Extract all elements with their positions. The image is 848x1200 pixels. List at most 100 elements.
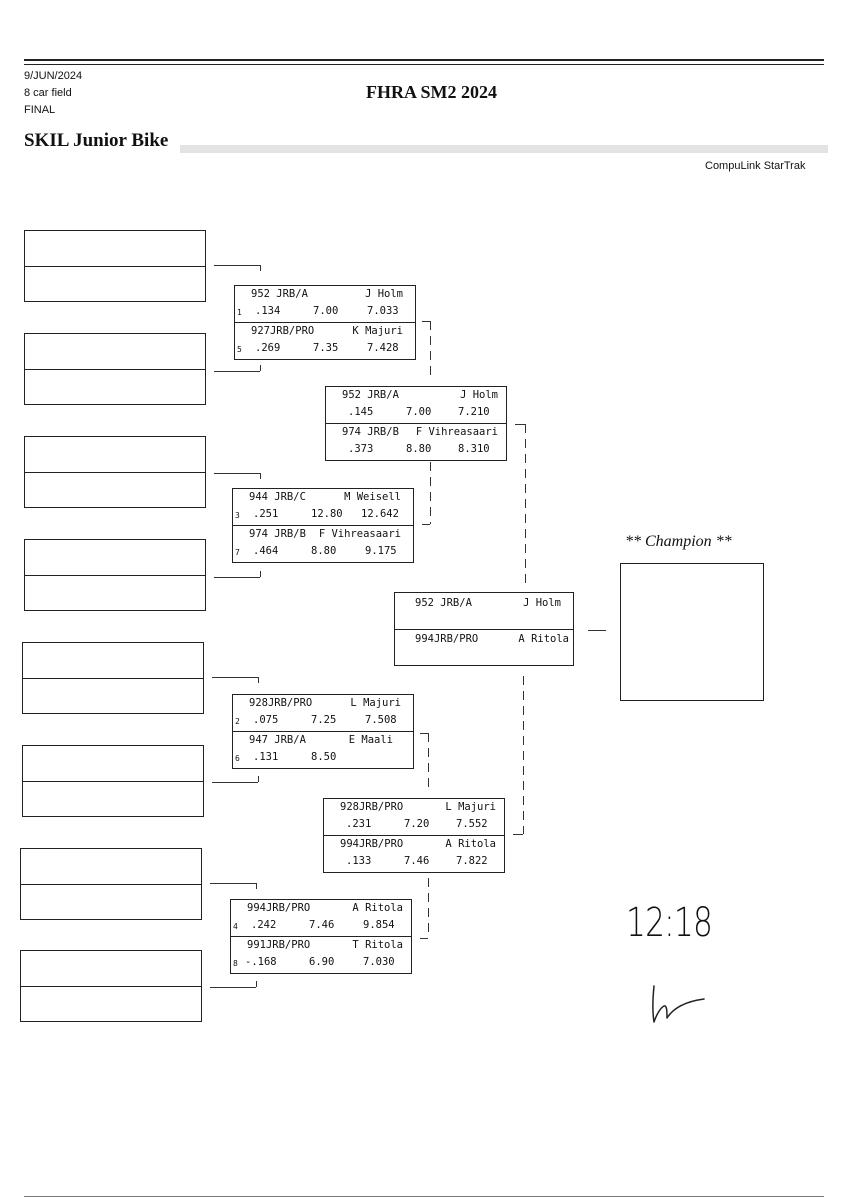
header-rule-thick [24,59,824,61]
car-class: 947 JRB/A [249,734,306,746]
dial-in: 7.00 [406,406,432,418]
champion-box [620,563,764,701]
round1-pairing-2: 944 JRB/C M Weisell 3 .251 12.80 12.642 … [232,488,414,563]
connector-line [256,981,257,987]
seed-number: 3 [235,511,240,520]
elapsed-time: 9.175 [365,545,397,557]
reaction-time: -.168 [245,956,277,968]
round-stage: FINAL [24,104,56,116]
connector-line [420,733,428,734]
event-date: 9/JUN/2024 [24,70,83,82]
connector-line [523,676,524,834]
round1-pairing-4: 994JRB/PRO A Ritola 4 .242 7.46 9.854 99… [230,899,412,974]
seed-number: 2 [235,717,240,726]
racer-name: F Vihreasaari [415,426,498,438]
racer-name: A Ritola [352,902,403,914]
reaction-time: .251 [253,508,279,520]
connector-line [588,630,606,631]
car-class: 952 JRB/A [342,389,399,401]
dial-in: 8.80 [406,443,432,455]
seed-number: 8 [233,959,238,968]
dial-in: 12.80 [311,508,343,520]
event-title: FHRA SM2 2024 [366,82,498,102]
connector-line [422,524,430,525]
connector-line [214,473,260,474]
connector-line [430,321,431,377]
elapsed-time: 7.210 [458,406,490,418]
reaction-time: .075 [253,714,279,726]
racer-entry: 991JRB/PRO T Ritola 8 -.168 6.90 7.030 [231,936,411,973]
connector-line [422,321,430,322]
entry-slot [24,436,206,508]
connector-line [214,265,260,266]
reaction-time: .131 [253,751,279,763]
connector-line [420,938,428,939]
car-class: 952 JRB/A [251,288,308,300]
entry-slot [24,539,206,611]
dial-in: 6.90 [309,956,335,968]
entry-slot [24,230,206,302]
racer-entry: 952 JRB/A J Holm 1 .134 7.00 7.033 [235,286,415,322]
racer-name: T Ritola [352,939,403,951]
handwritten-signature [652,985,705,1023]
connector-line [258,776,259,782]
racer-entry: 974 JRB/B F Vihreasaari 7 .464 8.80 9.17… [233,525,413,562]
racer-entry: 994JRB/PRO A Ritola [395,629,573,666]
car-class: 927JRB/PRO [251,325,315,337]
racer-entry: 927JRB/PRO K Majuri 5 .269 7.35 7.428 [235,322,415,359]
reaction-time: .269 [255,342,281,354]
connector-line [515,424,525,425]
elapsed-time: 7.030 [363,956,395,968]
car-class: 994JRB/PRO [247,902,311,914]
header-rule-thin [24,64,824,65]
dial-in: 7.46 [404,855,430,867]
racer-entry: 944 JRB/C M Weisell 3 .251 12.80 12.642 [233,489,413,525]
racer-entry: 952 JRB/A J Holm .145 7.00 7.210 [326,387,506,423]
final-pairing: 952 JRB/A J Holm 994JRB/PRO A Ritola [394,592,574,666]
semifinal-pairing-2: 928JRB/PRO L Majuri .231 7.20 7.552 994J… [323,798,505,873]
car-class: 974 JRB/B [342,426,399,438]
dial-in: 7.20 [404,818,430,830]
racer-name: A Ritola [445,838,496,850]
car-class: 952 JRB/A [415,597,472,609]
connector-line [258,677,259,683]
racer-name: J Holm [460,389,498,401]
dial-in: 8.80 [311,545,337,557]
entry-slot [22,642,204,714]
software-credit: CompuLink StarTrak [705,160,806,172]
champion-label: ** Champion ** [625,533,732,550]
elapsed-time: 7.428 [367,342,399,354]
connector-line [256,883,257,889]
racer-entry: 974 JRB/B F Vihreasaari .373 8.80 8.310 [326,423,506,460]
car-class: 994JRB/PRO [415,633,479,645]
reaction-time: .231 [346,818,372,830]
connector-line [260,473,261,479]
racer-name: K Majuri [352,325,403,337]
dotted-leader [180,145,828,153]
header-meta: 9/JUN/2024 8 car field FINAL [24,68,82,119]
racer-name: M Weisell [344,491,401,503]
elapsed-time: 7.552 [456,818,488,830]
racer-entry: 947 JRB/A E Maali 6 .131 8.50 [233,731,413,768]
car-class: 928JRB/PRO [340,801,404,813]
car-class: 944 JRB/C [249,491,306,503]
round1-pairing-3: 928JRB/PRO L Majuri 2 .075 7.25 7.508 94… [232,694,414,769]
connector-line [430,462,431,524]
racer-name: A Ritola [518,633,569,645]
seed-number: 1 [237,308,242,317]
car-class: 928JRB/PRO [249,697,313,709]
car-class: 991JRB/PRO [247,939,311,951]
connector-line [214,371,260,372]
entry-slot [20,848,202,920]
handwritten-time: 12:18 [626,900,713,946]
class-name: SKIL Junior Bike [24,130,169,151]
racer-name: J Holm [523,597,561,609]
racer-entry: 952 JRB/A J Holm [395,593,573,629]
racer-name: L Majuri [445,801,496,813]
racer-entry: 994JRB/PRO A Ritola 4 .242 7.46 9.854 [231,900,411,936]
reaction-time: .242 [251,919,277,931]
dial-in: 7.35 [313,342,339,354]
dial-in: 7.46 [309,919,335,931]
racer-name: E Maali [348,734,393,746]
elapsed-time: 12.642 [361,508,399,520]
